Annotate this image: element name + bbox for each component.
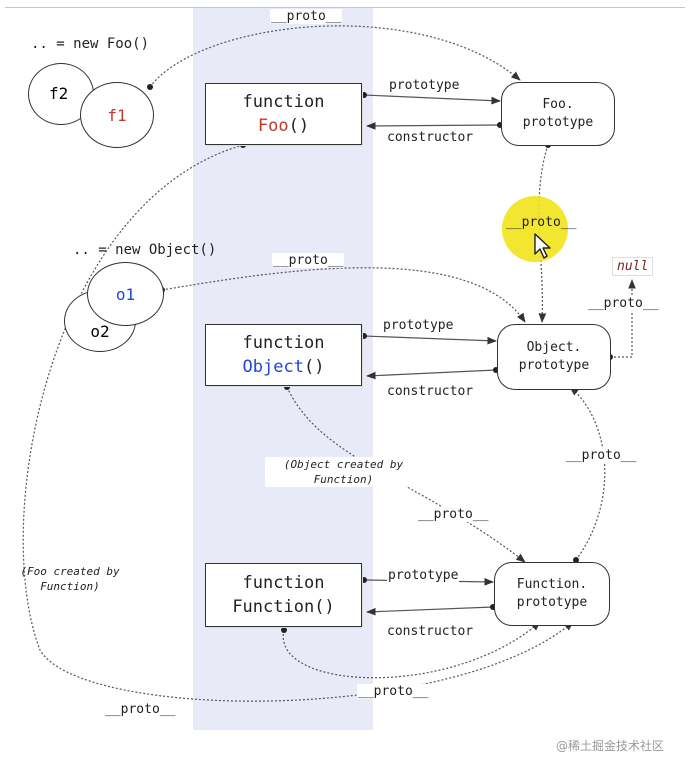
note-object-created: (Object created by Function) <box>265 457 422 487</box>
caption-new-foo: .. = new Foo() <box>31 36 150 52</box>
label-object-constructor: constructor <box>386 384 475 399</box>
function-object-box: function Object() <box>205 324 362 386</box>
instance-o2-label: o2 <box>90 322 110 341</box>
function-foo-signature: Foo() <box>258 114 309 138</box>
object-prototype-box: Object. prototype <box>497 324 611 390</box>
edge-objproto-null <box>610 279 636 358</box>
function-prototype-line2: prototype <box>516 595 588 610</box>
dot-f1 <box>147 84 153 90</box>
label-foo-constructor: constructor <box>386 130 475 145</box>
instance-f2-label: f2 <box>49 84 69 103</box>
foo-prototype-box: Foo. prototype <box>501 82 615 146</box>
label-foo-prototype: prototype <box>388 78 461 93</box>
edge-foo-fn-proto <box>22 144 574 702</box>
function-prototype-line1: Function. <box>516 577 588 592</box>
function-foo-keyword: function <box>242 92 325 112</box>
label-proto-null: __proto__ <box>587 296 660 311</box>
dot-function-prototype <box>361 577 367 583</box>
edge-object-prototype <box>363 335 497 345</box>
null-label: null <box>612 257 654 276</box>
instance-o1-label: o1 <box>115 284 136 304</box>
foo-prototype-line2: prototype <box>522 115 594 130</box>
edge-f1-proto <box>149 25 521 88</box>
dot-foo-prototype <box>361 92 367 98</box>
label-proto-f1: __proto__ <box>270 9 343 24</box>
edge-foo-prototype <box>363 94 501 105</box>
function-function-name: Function() <box>232 597 335 617</box>
instance-f1-label: f1 <box>107 105 127 125</box>
instance-f1: f1 <box>80 82 154 148</box>
edge-object-fn-proto <box>286 386 526 563</box>
dot-object-prototype <box>361 333 367 339</box>
label-proto-o1: __proto__ <box>272 253 345 268</box>
function-foo-box: function Foo() <box>205 83 362 145</box>
function-function-keyword: function <box>242 573 325 593</box>
note-foo-created: (Foo created by Function) <box>20 565 120 593</box>
edge-function-constructor <box>366 606 494 616</box>
cursor-highlight <box>502 196 568 262</box>
label-proto-fooproto: __proto__ <box>506 215 577 230</box>
edge-funcproto-proto <box>569 386 606 561</box>
label-function-prototype: prototype <box>387 568 460 583</box>
watermark: @稀土掘金技术社区 <box>556 739 665 753</box>
top-rule <box>5 7 685 8</box>
label-function-constructor: constructor <box>386 624 475 639</box>
edge-o1-proto <box>161 267 526 323</box>
function-object-name: Object <box>242 357 304 377</box>
function-object-signature: Object() <box>243 355 325 379</box>
function-foo-name: Foo <box>257 116 289 136</box>
function-foo-parens: () <box>288 116 310 136</box>
edge-object-constructor <box>366 369 497 380</box>
function-prototype-box: Function. prototype <box>494 562 610 626</box>
label-object-prototype: prototype <box>382 318 455 333</box>
dot-funcproto <box>573 557 579 563</box>
edge-fooproto-proto <box>538 144 549 323</box>
label-proto-funcproto: __proto__ <box>565 448 638 463</box>
label-proto-object-fn: __proto__ <box>417 507 490 522</box>
object-prototype-line1: Object. <box>526 340 582 355</box>
mouse-cursor-icon <box>534 233 551 259</box>
instance-o1: o1 <box>87 262 164 326</box>
function-object-keyword: function <box>242 333 325 353</box>
edge-foo-constructor <box>366 122 501 130</box>
foo-prototype-line1: Foo. <box>542 97 574 112</box>
label-proto-function-self: __proto__ <box>357 684 430 699</box>
caption-new-object: .. = new Object() <box>73 242 217 258</box>
function-object-parens: () <box>303 357 325 377</box>
object-prototype-line2: prototype <box>518 358 590 373</box>
dot-function-fn <box>281 627 287 633</box>
label-proto-foo-fn: __proto__ <box>104 702 177 717</box>
function-function-box: function Function() <box>205 563 362 627</box>
edge-function-self-proto <box>282 621 541 679</box>
